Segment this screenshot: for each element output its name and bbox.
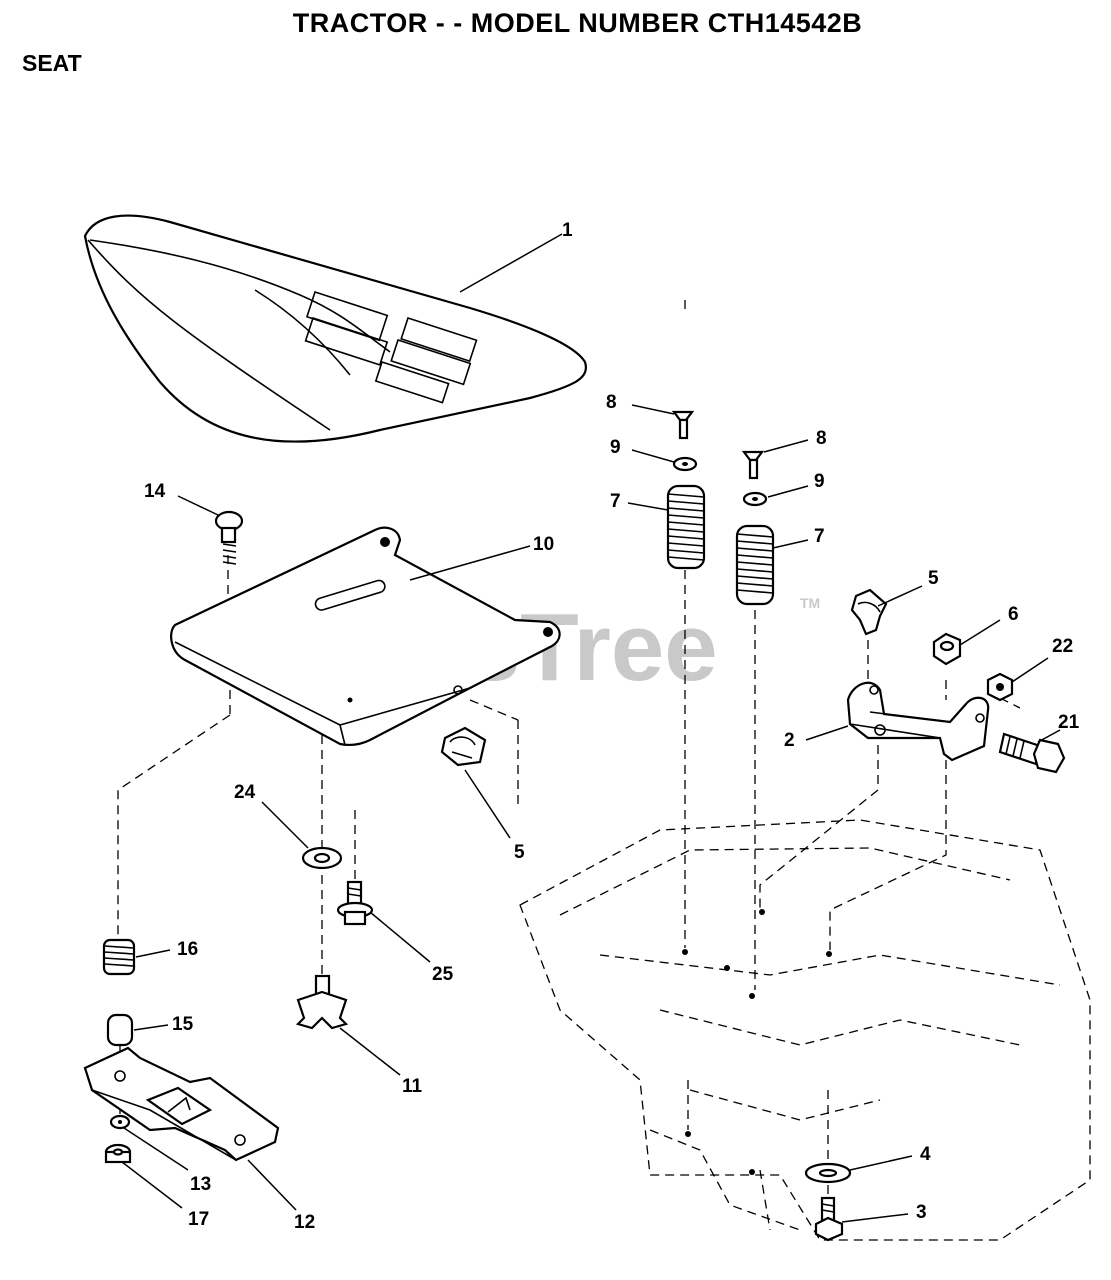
callout-1: 1 <box>562 220 573 241</box>
knob-part-11 <box>295 974 349 1030</box>
callout-4: 4 <box>920 1144 931 1165</box>
callout-24: 24 <box>234 782 256 803</box>
washer-part-4 <box>804 1162 852 1184</box>
flat-washer-part-24 <box>301 846 343 870</box>
hex-nut-part-6 <box>932 632 962 666</box>
clip-part-5-upper <box>850 588 888 636</box>
shoulder-bolt-part-21 <box>998 732 1066 774</box>
callout-9-left: 9 <box>610 437 621 458</box>
pivot-bracket-part-2 <box>846 681 990 762</box>
callout-14: 14 <box>144 481 166 502</box>
washer-part-9-left <box>672 456 698 472</box>
callout-12: 12 <box>294 1212 315 1233</box>
spacer-part-15 <box>106 1013 134 1047</box>
watermark-tm: TM <box>800 595 820 611</box>
callout-numbers: 1 10 14 5 24 25 16 11 15 12 13 17 8 9 7 … <box>144 220 1080 1233</box>
nut-part-22 <box>986 672 1014 702</box>
callout-25: 25 <box>432 964 454 985</box>
bolt-part-3 <box>814 1196 844 1242</box>
seat-part-1 <box>83 214 588 443</box>
callout-21: 21 <box>1058 712 1080 733</box>
spring-part-7-left <box>666 484 706 570</box>
seat-pan-part-10 <box>170 526 561 747</box>
callout-11: 11 <box>402 1076 423 1097</box>
shoulder-bolt-part-25 <box>336 880 374 926</box>
callout-3: 3 <box>916 1202 927 1223</box>
leader-lines <box>121 233 1061 1223</box>
screw-part-8-right <box>741 450 765 480</box>
washer-part-9-right <box>742 491 768 507</box>
callout-5-lower: 5 <box>514 842 525 863</box>
assembly-guides <box>117 300 1021 1200</box>
callout-8-left: 8 <box>606 392 617 413</box>
callout-22: 22 <box>1052 636 1073 657</box>
callout-7-right: 7 <box>814 526 825 547</box>
callout-15: 15 <box>172 1014 194 1035</box>
callout-8-right: 8 <box>816 428 827 449</box>
callout-16: 16 <box>177 939 198 960</box>
callout-10: 10 <box>533 534 554 555</box>
callout-7-left: 7 <box>610 491 621 512</box>
callout-17: 17 <box>188 1209 209 1230</box>
nut-part-17 <box>104 1143 132 1164</box>
washer-part-13 <box>109 1114 131 1130</box>
section-label: SEAT <box>22 50 82 76</box>
spring-part-7-right <box>735 524 775 606</box>
callout-13: 13 <box>190 1174 211 1195</box>
callout-5-upper: 5 <box>928 568 939 589</box>
callout-2: 2 <box>784 730 795 751</box>
spring-part-16 <box>102 938 136 976</box>
seat-bracket-part-12 <box>83 1046 280 1162</box>
clip-part-5-lower <box>440 726 487 767</box>
callout-9-right: 9 <box>814 471 825 492</box>
diagram-title: TRACTOR - - MODEL NUMBER CTH14542B <box>292 8 863 38</box>
callout-6: 6 <box>1008 604 1019 625</box>
carriage-bolt-part-14 <box>214 510 244 565</box>
tractor-frame-outline <box>519 819 1091 1241</box>
screw-part-8-left <box>671 410 695 440</box>
